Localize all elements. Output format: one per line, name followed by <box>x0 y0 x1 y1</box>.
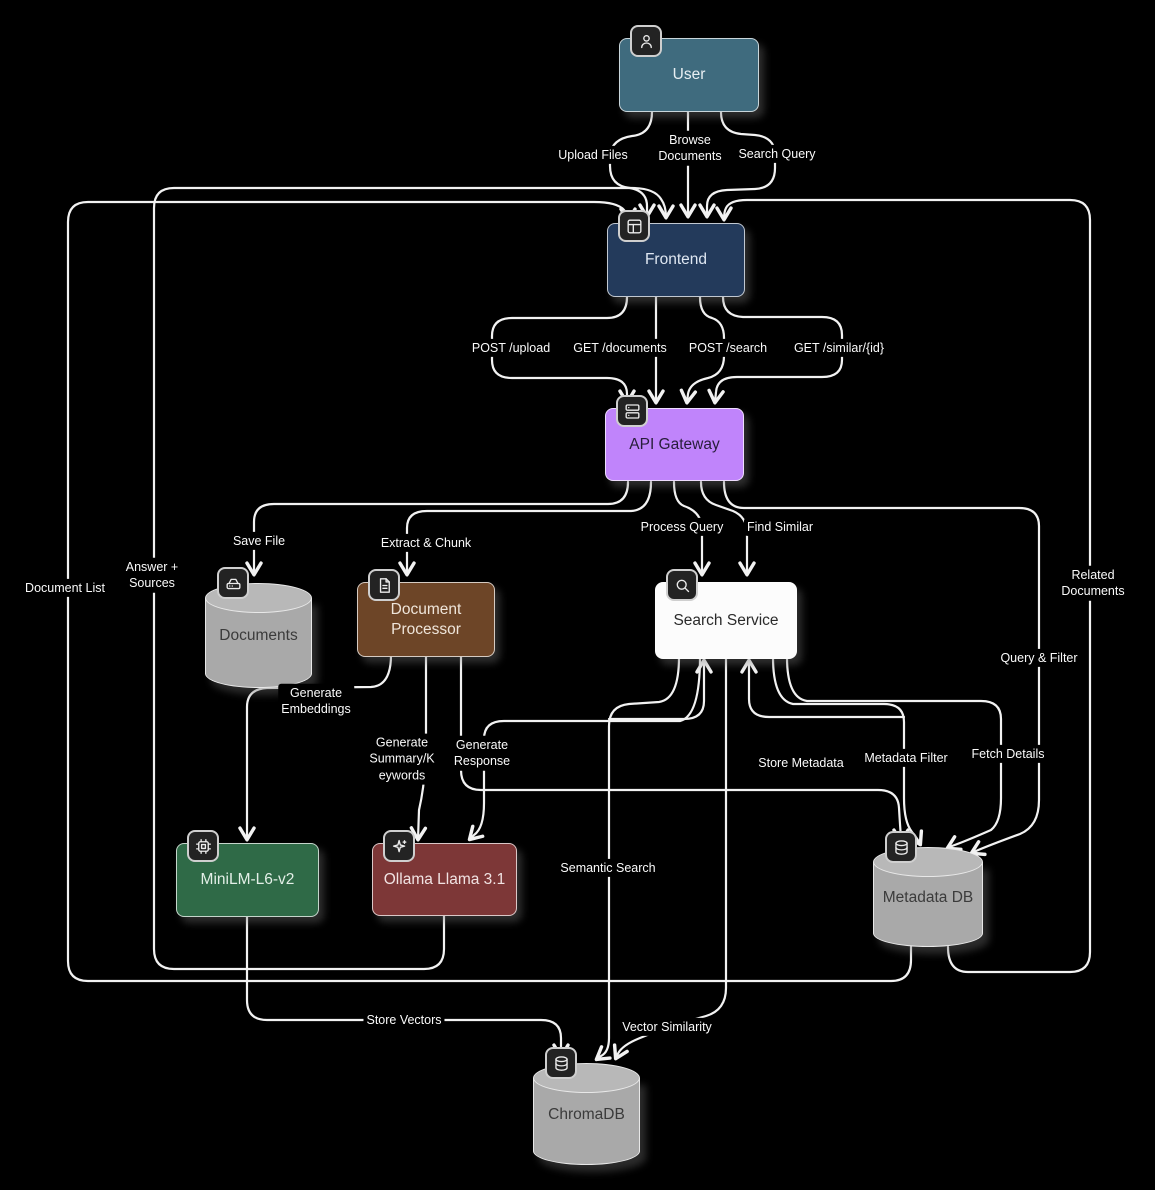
node-documents: Documents <box>205 567 312 688</box>
edge-label-find-similar: Find Similar <box>744 517 816 537</box>
edge-related-documents <box>715 198 1092 974</box>
edge-label-generate-embeddings: Generate Embeddings <box>278 683 354 719</box>
edge-extract-chunk <box>398 480 653 577</box>
edge-post-upload <box>490 295 636 405</box>
edge-label-store-vectors: Store Vectors <box>363 1010 445 1030</box>
edge-save-file <box>245 480 630 577</box>
search-icon <box>666 569 698 601</box>
database-icon <box>885 831 917 863</box>
edge-label-store-metadata: Store Metadata <box>755 753 847 773</box>
edge-label-search-query: Search Query <box>735 144 819 164</box>
sparkles-icon <box>383 830 415 862</box>
user-icon <box>630 25 662 57</box>
edge-generate-response <box>467 655 702 842</box>
edge-get-similar <box>707 295 844 405</box>
edge-return-to-search-left <box>607 658 713 721</box>
node-label-frontend: Frontend <box>644 251 708 269</box>
edge-generate-embeddings <box>238 653 393 842</box>
edge-return-to-search-right <box>740 658 906 719</box>
edge-upload-files <box>608 110 656 219</box>
edge-label-browse-documents: Browse Documents <box>655 130 725 166</box>
node-label-document-processor: Document Processor <box>390 601 462 638</box>
chip-icon <box>187 830 219 862</box>
node-label-minilm: MiniLM-L6-v2 <box>200 871 295 889</box>
edge-store-vectors <box>245 913 570 1059</box>
node-search-service: Search Service <box>655 569 797 659</box>
node-label-user: User <box>672 66 706 84</box>
node-label-metadata-db: Metadata DB <box>882 889 974 906</box>
edge-label-related-documents: Related Documents <box>1058 565 1128 601</box>
node-document-processor: Document Processor <box>357 569 495 657</box>
edge-label-upload-files: Upload Files <box>555 145 631 165</box>
hard-drive-icon <box>217 567 249 599</box>
edge-store-metadata <box>459 653 910 844</box>
edge-label-generate-summary: Generate Summary/K eywords <box>366 733 438 785</box>
edge-label-document-list: Document List <box>22 578 108 598</box>
edge-label-fetch-details: Fetch Details <box>968 744 1048 764</box>
node-minilm: MiniLM-L6-v2 <box>176 830 319 917</box>
edge-vector-similarity <box>612 655 728 1061</box>
edge-label-metadata-filter: Metadata Filter <box>861 748 951 768</box>
node-label-search-service: Search Service <box>673 611 779 629</box>
node-user: User <box>619 25 759 112</box>
edge-label-query-filter: Query & Filter <box>997 648 1081 668</box>
edge-label-process-query: Process Query <box>637 517 727 537</box>
edge-label-post-upload: POST /upload <box>468 338 554 358</box>
edge-label-generate-response: Generate Response <box>450 735 514 771</box>
edge-answer-sources <box>152 186 675 971</box>
edge-query-filter <box>722 480 1041 857</box>
window-icon <box>618 210 650 242</box>
edge-label-vector-similarity: Vector Similarity <box>619 1017 715 1037</box>
edge-label-get-documents: GET /documents <box>570 338 670 358</box>
edge-label-semantic-search: Semantic Search <box>557 858 659 878</box>
edge-search-query <box>698 110 777 219</box>
node-chromadb: ChromaDB <box>533 1047 640 1165</box>
database-icon <box>545 1047 577 1079</box>
node-label-documents: Documents <box>219 627 298 645</box>
edge-label-answer-sources: Answer + Sources <box>122 557 182 593</box>
node-metadata-db: Metadata DB <box>873 831 983 947</box>
cylinder-body <box>205 598 312 688</box>
edge-label-extract-chunk: Extract & Chunk <box>377 533 475 553</box>
node-label-ollama: Ollama Llama 3.1 <box>383 870 506 888</box>
edge-semantic-search <box>594 655 681 1062</box>
edge-label-post-search: POST /search <box>685 338 771 358</box>
file-text-icon <box>368 569 400 601</box>
node-label-chromadb: ChromaDB <box>548 1105 625 1123</box>
node-label-api-gateway: API Gateway <box>629 435 720 453</box>
node-api-gateway: API Gateway <box>605 395 744 481</box>
node-frontend: Frontend <box>607 210 745 297</box>
edge-label-save-file: Save File <box>229 531 289 551</box>
edge-label-get-similar: GET /similar/{id} <box>790 338 888 358</box>
server-icon <box>616 395 648 427</box>
node-ollama: Ollama Llama 3.1 <box>372 830 517 916</box>
